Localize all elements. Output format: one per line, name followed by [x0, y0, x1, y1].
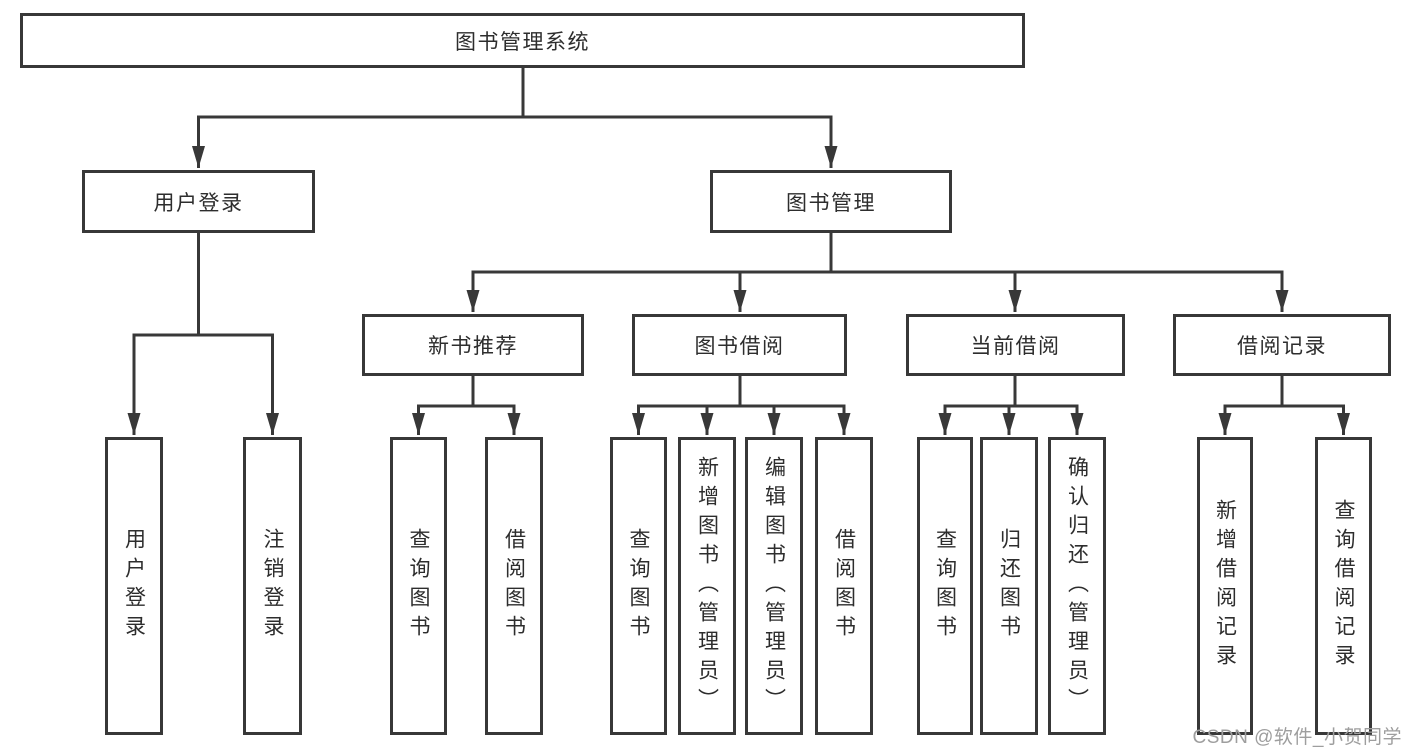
node-root: 图书管理系统	[20, 13, 1025, 68]
node-current-borrow: 当前借阅	[906, 314, 1125, 376]
leaf-query-books-current: 查询图书	[917, 437, 973, 735]
node-book-borrow-label: 图书借阅	[694, 335, 785, 358]
node-current-borrow-label: 当前借阅	[970, 335, 1061, 358]
leaf-borrow-books-recommend: 借阅图书	[485, 437, 543, 735]
leaf-edit-book-admin: 编辑图书（管理员）	[745, 437, 803, 735]
leaf-query-books-borrow-label: 查询图书	[627, 528, 650, 644]
node-borrow-records: 借阅记录	[1173, 314, 1391, 376]
leaf-query-borrow-record: 查询借阅记录	[1315, 437, 1372, 735]
node-root-label: 图书管理系统	[455, 30, 590, 54]
leaf-confirm-return-admin: 确认归还（管理员）	[1048, 437, 1106, 735]
leaf-query-books-borrow: 查询图书	[610, 437, 667, 735]
watermark: CSDN @软件_小贺同学	[1192, 727, 1402, 747]
leaf-borrow-books-label: 借阅图书	[832, 528, 856, 644]
leaf-return-book-label: 归还图书	[997, 528, 1021, 644]
node-borrow-records-label: 借阅记录	[1237, 335, 1327, 358]
leaf-add-book-admin: 新增图书（管理员）	[678, 437, 736, 735]
node-new-book-recommend: 新书推荐	[362, 314, 584, 376]
leaf-query-borrow-record-label: 查询借阅记录	[1332, 499, 1355, 673]
node-book-borrow: 图书借阅	[632, 314, 847, 376]
leaf-add-borrow-record: 新增借阅记录	[1197, 437, 1253, 735]
leaf-query-books-recommend-label: 查询图书	[407, 528, 430, 644]
leaf-edit-book-admin-label: 编辑图书（管理员）	[762, 455, 786, 717]
node-user-login: 用户登录	[82, 170, 315, 233]
leaf-add-borrow-record-label: 新增借阅记录	[1213, 499, 1237, 673]
leaf-add-book-admin-label: 新增图书（管理员）	[695, 455, 719, 717]
leaf-confirm-return-admin-label: 确认归还（管理员）	[1065, 455, 1089, 717]
node-book-management-label: 图书管理	[786, 191, 876, 215]
leaf-query-books-recommend: 查询图书	[390, 437, 447, 735]
leaf-borrow-books-recommend-label: 借阅图书	[502, 528, 526, 644]
leaf-user-login-label: 用户登录	[122, 528, 146, 644]
node-new-book-recommend-label: 新书推荐	[428, 335, 518, 358]
leaf-return-book: 归还图书	[980, 437, 1038, 735]
node-book-management: 图书管理	[710, 170, 952, 233]
leaf-logout: 注销登录	[243, 437, 302, 735]
leaf-borrow-books: 借阅图书	[815, 437, 873, 735]
leaf-user-login: 用户登录	[105, 437, 163, 735]
node-user-login-label: 用户登录	[153, 191, 244, 215]
leaf-logout-label: 注销登录	[261, 528, 284, 644]
leaf-query-books-current-label: 查询图书	[933, 528, 957, 644]
